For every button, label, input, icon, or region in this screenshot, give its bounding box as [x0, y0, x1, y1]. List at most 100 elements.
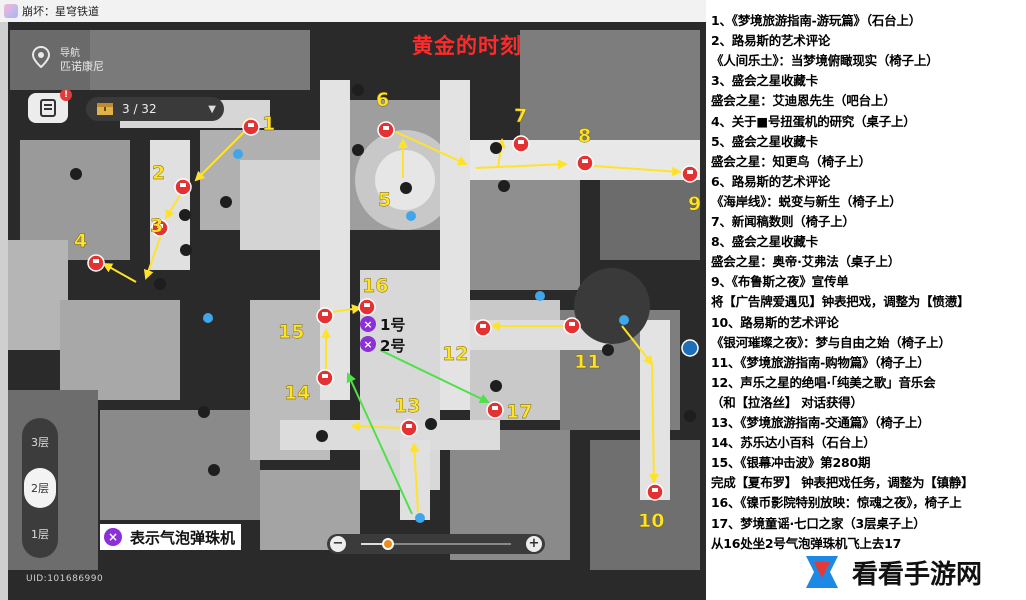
- flag-marker[interactable]: [316, 307, 334, 325]
- waypoint-icon[interactable]: [681, 339, 699, 357]
- collectible-list: 1、《梦境旅游指南-游玩篇》（石台上） 2、路易斯的艺术评论《人间乐土》：当梦境俯…: [706, 0, 1026, 600]
- list-line: 《海岸线》：蜕变与新生（椅子上）: [711, 193, 902, 209]
- map-icons: [70, 84, 696, 476]
- svg-text:×: ×: [363, 318, 372, 331]
- list-line: 8、盛会之星收藏卡: [711, 234, 818, 250]
- zoom-slider-handle[interactable]: [382, 538, 394, 550]
- flag-marker[interactable]: [400, 419, 418, 437]
- bubble-route: [346, 349, 490, 515]
- list-line: 13、《梦境旅游指南-交通篇》（椅子上）: [711, 415, 930, 430]
- list-line: 3、盛会之星收藏卡: [711, 73, 818, 89]
- route-numbers: 1 2 3 4 5 6 7 8 9 10 11 12 13 14 15 16 1…: [74, 89, 702, 532]
- list-line: 1、《梦境旅游指南-游玩篇》（石台上）: [711, 13, 922, 28]
- flag-marker[interactable]: [377, 121, 395, 139]
- list-line: 盛会之星：知更鸟（椅子上）: [711, 153, 871, 169]
- list-line: 《银河璀璨之夜》：梦与自由之始（椅子上）: [711, 334, 951, 350]
- zoom-in-button[interactable]: +: [526, 536, 542, 552]
- zoom-slider[interactable]: [361, 543, 511, 545]
- flag-marker[interactable]: [486, 401, 504, 419]
- flag-marker[interactable]: [512, 135, 530, 153]
- route-number: 16: [362, 275, 388, 297]
- flag-marker[interactable]: [563, 317, 581, 335]
- route-number: 2: [152, 162, 165, 184]
- list-line: 16、《镍币影院特别放映：惊魂之夜》，椅子上: [711, 495, 962, 511]
- flag-marker[interactable]: [646, 483, 664, 501]
- flag-marker[interactable]: [242, 118, 260, 136]
- treasure-chest-icon: [97, 103, 113, 115]
- chest-counter-dropdown[interactable]: 3 / 32 ▼: [86, 97, 224, 121]
- route-number: 8: [578, 125, 591, 147]
- chest-count: 3 / 32: [122, 102, 157, 116]
- navigation-label: 导航: [60, 48, 80, 59]
- pinball-label-2: 2号: [380, 337, 405, 355]
- flag-marker[interactable]: [151, 219, 169, 237]
- player-uid: UID:101686990: [26, 574, 104, 584]
- route-number: 9: [688, 193, 701, 215]
- mission-log-button[interactable]: !: [28, 89, 72, 123]
- list-line: （和【拉洛丝】 对话获得）: [711, 394, 863, 410]
- app-icon: [4, 4, 18, 18]
- route-number: 17: [506, 401, 532, 423]
- collectible-markers: [87, 118, 699, 501]
- route-number: 12: [442, 343, 468, 365]
- document-icon: [40, 99, 56, 117]
- pinball-marker-2[interactable]: ×: [360, 336, 376, 352]
- notification-badge: !: [60, 89, 72, 101]
- list-line: 14、苏乐达小百科（石台上）: [711, 435, 876, 451]
- legend-text: 表示气泡弹珠机: [130, 528, 236, 547]
- flag-marker[interactable]: [576, 154, 594, 172]
- window-title: 崩坏：星穹铁道: [22, 5, 99, 18]
- list-line: 5、盛会之星收藏卡: [711, 133, 818, 149]
- route-number: 5: [378, 189, 391, 211]
- svg-text:×: ×: [363, 338, 372, 351]
- route-number: 11: [574, 351, 600, 373]
- list-line: 9、《布鲁斯之夜》宣传单: [711, 274, 849, 290]
- list-line: 2、路易斯的艺术评论: [711, 33, 831, 49]
- route-number: 13: [394, 395, 420, 417]
- list-line: 从16处坐2号气泡弹珠机飞上去17: [711, 535, 902, 551]
- navigation-location: 匹诺康尼: [60, 60, 104, 73]
- list-line: 《人间乐土》：当梦境俯瞰现实（椅子上）: [711, 53, 939, 69]
- list-line: 15、《银幕冲击波》第280期: [711, 455, 871, 471]
- watermark-logo-icon: [806, 556, 838, 588]
- zoom-out-button[interactable]: −: [330, 536, 346, 552]
- list-line: 11、《梦境旅游指南-购物篇》（椅子上）: [711, 354, 930, 370]
- teleport-icons: [203, 149, 629, 523]
- floor-option[interactable]: 3层: [31, 436, 49, 449]
- pinball-marker-1[interactable]: ×: [360, 316, 376, 332]
- flag-marker[interactable]: [174, 178, 192, 196]
- route-number: 4: [74, 230, 87, 252]
- flag-marker[interactable]: [681, 165, 699, 183]
- flag-marker[interactable]: [87, 254, 105, 272]
- route-number: 3: [150, 215, 163, 237]
- list-line: 17、梦境童谣·七口之家（3层桌子上）: [711, 515, 926, 531]
- list-line: 盛会之星：艾迪恩先生（吧台上）: [711, 93, 896, 109]
- list-line: 10、路易斯的艺术评论: [711, 314, 839, 330]
- route-number: 10: [638, 510, 664, 532]
- flag-marker[interactable]: [316, 369, 334, 387]
- location-pin-icon: [32, 46, 50, 68]
- route-number: 6: [376, 89, 389, 111]
- route-number: 7: [514, 105, 527, 127]
- list-line: 4、关于■号扭蛋机的研究（桌子上）: [711, 113, 916, 129]
- pinball-label-1: 1号: [380, 316, 405, 334]
- route-number: 15: [278, 321, 304, 343]
- watermark-text: 看看手游网: [852, 559, 983, 590]
- floor-option-selected[interactable]: 2层: [24, 468, 56, 508]
- window-edge: [0, 22, 8, 600]
- list-line: 完成【夏布罗】 钟表把戏任务，调整为【镇静】: [711, 475, 974, 491]
- floor-selector[interactable]: 3层 2层 1层: [22, 418, 58, 558]
- zoom-slider-fill: [361, 543, 388, 545]
- list-line: 6、路易斯的艺术评论: [711, 173, 831, 189]
- list-line: 盛会之星：奥帝·艾弗法（桌子上）: [711, 254, 901, 270]
- flag-marker[interactable]: [358, 298, 376, 316]
- window-titlebar: 崩坏：星穹铁道: [0, 0, 706, 23]
- flag-marker[interactable]: [474, 319, 492, 337]
- floor-option[interactable]: 1层: [31, 528, 49, 541]
- pinball-machine-icon: ×: [104, 528, 122, 546]
- list-line: 12、声乐之星的绝唱·「纯美之歌」音乐会: [711, 374, 936, 390]
- zoom-control[interactable]: − +: [327, 534, 545, 554]
- watermark: 看看手游网: [800, 548, 1020, 596]
- list-line: 7、新闻稿数则（椅子上）: [711, 214, 855, 229]
